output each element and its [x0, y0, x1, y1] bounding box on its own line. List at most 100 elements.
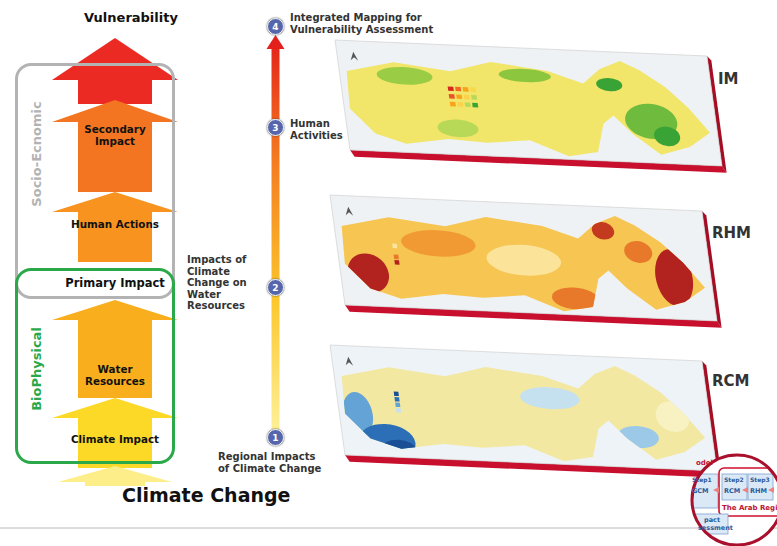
drawing-ellipse — [436, 119, 479, 138]
inset-text: Step3 — [750, 476, 774, 483]
callout-number: 4 — [267, 18, 284, 35]
drawing-rect — [394, 397, 399, 402]
drawing-rect — [465, 102, 471, 107]
heading-label: Climate Change — [122, 484, 302, 506]
drawing-rect — [470, 87, 476, 92]
map-legend — [345, 207, 400, 265]
heading-label: Vulnerability — [84, 10, 184, 25]
drawing-ellipse — [382, 439, 418, 458]
node-text: Climate Impact — [71, 433, 159, 445]
node-text: Water Resources — [70, 363, 160, 388]
drawing-g — [688, 468, 777, 534]
flow-arrow — [267, 35, 285, 119]
arrow-head — [267, 35, 285, 49]
node-text: 4 — [272, 22, 278, 32]
node-text: 3 — [272, 123, 278, 133]
sea — [330, 195, 717, 321]
drawing-ellipse — [345, 253, 391, 294]
callout-number: 3 — [267, 119, 284, 136]
arrow-shape — [52, 100, 178, 192]
step-label: Impacts of Climate Change on Water Resou… — [187, 254, 267, 312]
drawing-polygon — [345, 357, 354, 366]
drawing-polygon — [350, 52, 359, 61]
drawing-rect — [392, 244, 397, 249]
group-box: Socio-EcnomicSecondary ImpactHuman Actio… — [15, 63, 175, 299]
inset-ring — [692, 455, 777, 545]
map-tile — [330, 345, 722, 478]
flow-arrow — [275, 295, 276, 429]
arrow-label-box: Secondary Impact — [70, 118, 160, 152]
drawing-ellipse — [357, 423, 418, 461]
drawing-rect — [457, 102, 463, 107]
drawing-ellipse — [654, 400, 692, 432]
drawing-rect — [719, 468, 777, 516]
drawing-polygon — [768, 487, 774, 493]
node-text: Primary Impact — [65, 277, 165, 291]
group-title: BioPhysical — [29, 327, 44, 411]
drawing-ellipse — [551, 287, 601, 311]
land — [337, 354, 709, 467]
node-text: Secondary Impact — [70, 123, 160, 148]
step-label: Human Activities — [290, 118, 352, 141]
drawing-rect — [394, 260, 399, 265]
arrow-label-box: Climate Impact — [70, 422, 160, 456]
drawing-ellipse — [653, 126, 682, 147]
drawing-ellipse — [591, 222, 616, 241]
drawing-rect — [448, 86, 454, 91]
drawing-ellipse — [498, 68, 552, 83]
divider-line — [0, 528, 777, 529]
flow-line — [272, 135, 280, 279]
inset-text: GCM — [692, 487, 716, 495]
arrow-label-box: Human Actions — [70, 206, 160, 242]
map-legend — [345, 357, 402, 419]
inset-text: Step2 — [724, 476, 748, 483]
callout-number: 1 — [267, 429, 284, 446]
map-legend — [350, 52, 479, 108]
drawing-rect — [748, 474, 773, 500]
drawing-ellipse — [485, 243, 564, 277]
impact-arrows — [52, 38, 178, 486]
land — [342, 49, 714, 162]
drawing-rect — [722, 474, 747, 500]
drawing-polygon — [713, 487, 719, 493]
drawing-ellipse — [623, 240, 654, 263]
inset-text: The Arab Regi — [722, 504, 772, 512]
drawing-rect — [456, 94, 462, 99]
arrow-shape — [52, 38, 178, 104]
impact-band: Primary Impact — [58, 272, 172, 296]
sea — [335, 40, 722, 166]
map-tile — [330, 195, 722, 328]
drawing-polygon — [345, 207, 354, 216]
arrow-shape — [52, 300, 178, 398]
drawing-rect — [472, 103, 478, 108]
drawing-rect — [464, 95, 470, 100]
drawing-ellipse — [376, 66, 434, 86]
drawing-rect — [455, 87, 461, 92]
map-label: IM — [718, 70, 758, 88]
map-patches — [340, 211, 698, 315]
drawing-rect — [471, 95, 477, 100]
drawing-rect — [396, 408, 401, 413]
inset-text: pact — [704, 516, 728, 524]
drawing-ellipse — [652, 248, 697, 307]
drawing-ellipse — [616, 425, 660, 449]
drawing-ellipse — [595, 77, 623, 91]
map-patches — [375, 63, 681, 147]
drawing-polygon — [742, 487, 748, 493]
sea — [330, 345, 717, 471]
drawing-rect — [395, 402, 400, 407]
drawing-rect — [463, 87, 469, 92]
arrow-shape — [52, 398, 178, 468]
callout-number: 2 — [267, 279, 284, 296]
land — [337, 204, 709, 317]
inset-text: sessment — [698, 524, 738, 532]
group-box: BioPhysical Water ResourcesClimate Impact — [15, 268, 175, 464]
drawing-ellipse — [399, 229, 477, 259]
drawing-rect — [397, 413, 402, 418]
inset-text: RCM — [724, 487, 748, 495]
map-tile — [335, 40, 727, 173]
map-label: RCM — [712, 372, 770, 390]
